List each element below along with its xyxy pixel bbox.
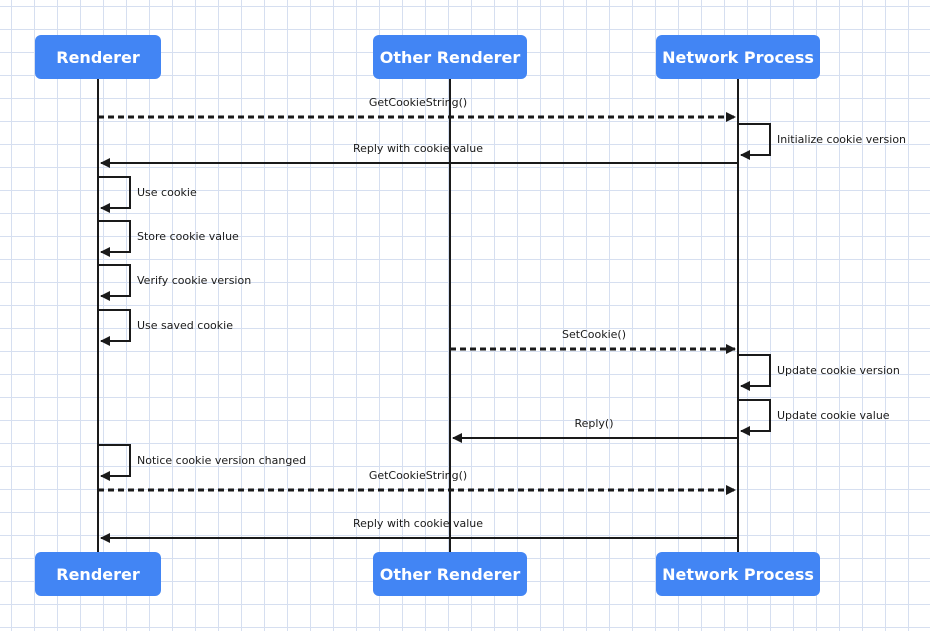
self-message-arrow	[98, 444, 131, 481]
self-message-arrow	[738, 399, 771, 436]
self-message-label: Store cookie value	[137, 230, 239, 243]
self-message-label: Use saved cookie	[137, 319, 233, 332]
self-message-label: Verify cookie version	[137, 274, 252, 287]
actor-box-renderer-bottom: Renderer	[35, 552, 161, 596]
self-message-label: Update cookie version	[777, 364, 900, 377]
self-message-arrow	[98, 176, 131, 213]
self-message-arrow	[738, 123, 771, 160]
self-message-arrow	[738, 354, 771, 391]
self-message-label: Initialize cookie version	[777, 133, 907, 146]
self-message-arrow	[98, 309, 131, 346]
actor-box-other-renderer-bottom: Other Renderer	[373, 552, 527, 596]
self-message-arrow	[98, 220, 131, 257]
actor-box-network-process-bottom: Network Process	[656, 552, 820, 596]
self-message-label: Update cookie value	[777, 409, 890, 422]
actor-box-network-process-top: Network Process	[656, 35, 820, 79]
self-message-arrow	[98, 264, 131, 301]
actor-box-other-renderer-top: Other Renderer	[373, 35, 527, 79]
actor-box-renderer-top: Renderer	[35, 35, 161, 79]
message-label: Reply with cookie value	[352, 142, 484, 155]
message-label: SetCookie()	[562, 328, 626, 341]
message-label: Reply with cookie value	[352, 517, 484, 530]
self-message-label: Notice cookie version changed	[137, 454, 307, 467]
message-label: GetCookieString()	[368, 469, 468, 482]
self-message-label: Use cookie	[137, 186, 197, 199]
message-label: Reply()	[574, 417, 614, 430]
message-label: GetCookieString()	[368, 96, 468, 109]
